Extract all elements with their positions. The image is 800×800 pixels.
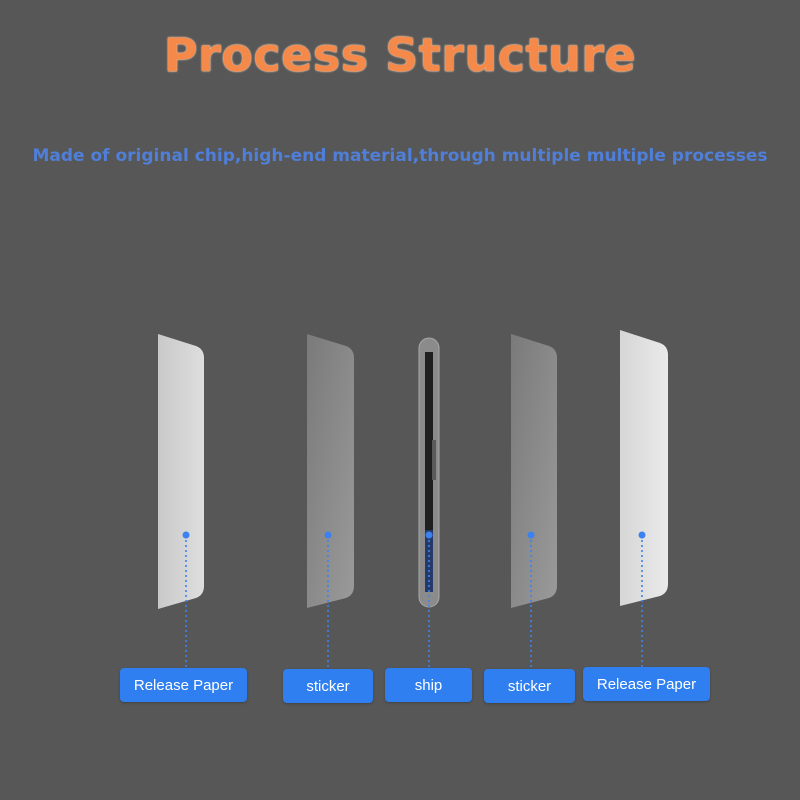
connector-dot-release-paper-right	[638, 531, 646, 539]
connector-dot-sticker-left	[324, 531, 332, 539]
label-sticker-left: sticker	[283, 669, 373, 703]
connector-dot-release-paper-left	[182, 531, 190, 539]
page-subtitle: Made of original chip,high-end material,…	[32, 146, 768, 166]
release-paper-right-sheet	[620, 330, 668, 606]
release-paper-left-sheet	[158, 334, 204, 609]
connector-dot-chip	[425, 531, 433, 539]
connector-dot-sticker-right	[527, 531, 535, 539]
page-title: Process Structure	[163, 28, 637, 82]
label-release-paper-left: Release Paper	[120, 668, 247, 702]
label-release-paper-right: Release Paper	[583, 667, 710, 701]
sticker-right-sheet	[511, 334, 557, 608]
label-chip: ship	[385, 668, 472, 702]
sticker-left-sheet	[307, 334, 354, 608]
label-sticker-right: sticker	[484, 669, 575, 703]
